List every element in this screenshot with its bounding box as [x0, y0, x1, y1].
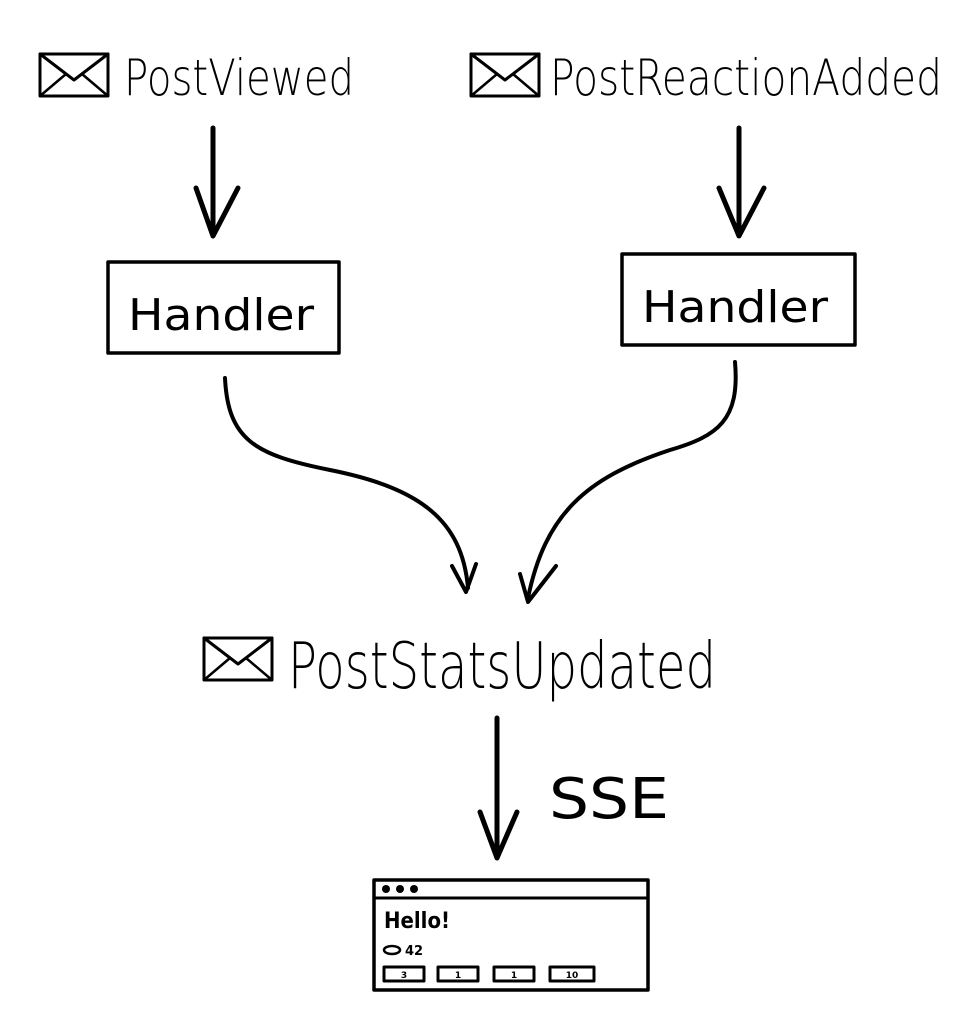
browser-greeting: Hello! — [384, 909, 450, 934]
browser-button-4[interactable]: 10 — [548, 965, 596, 983]
envelope-icon — [469, 52, 541, 98]
event-label-post-viewed: PostViewed — [124, 49, 354, 107]
handler-left-label: Handler — [128, 290, 315, 341]
browser-button-3[interactable]: 1 — [492, 965, 536, 983]
browser-button-1[interactable]: 3 — [382, 965, 426, 983]
handler-right: Handler — [620, 252, 857, 347]
browser-button-label: 3 — [401, 971, 407, 981]
handler-box — [620, 252, 857, 347]
arrow-stats-to-browser — [477, 715, 520, 861]
eye-icon — [382, 944, 402, 956]
arrow-post-viewed-to-handler — [193, 125, 241, 239]
browser-button-2[interactable]: 1 — [436, 965, 480, 983]
browser-window: Hello! 42 3 1 1 10 — [372, 878, 650, 992]
event-label-post-stats-updated: PostStatsUpdated — [288, 630, 716, 704]
event-post-viewed: PostViewed — [38, 49, 354, 107]
event-label-post-reaction-added: PostReactionAdded — [550, 49, 942, 107]
window-controls-icon — [382, 885, 418, 893]
arrow-right-handler-to-stats — [518, 360, 738, 604]
browser-frame — [372, 878, 650, 992]
envelope-icon — [202, 636, 274, 682]
handler-right-label: Handler — [642, 282, 829, 333]
arrow-reaction-added-to-handler — [716, 125, 767, 239]
handler-box — [106, 260, 341, 355]
browser-button-label: 1 — [511, 971, 517, 981]
browser-view-count: 42 — [405, 944, 423, 959]
handler-left: Handler — [106, 260, 341, 355]
arrow-left-handler-to-stats — [223, 376, 478, 594]
sse-label: SSE — [549, 767, 669, 832]
event-post-reaction-added: PostReactionAdded — [469, 49, 942, 107]
browser-button-label: 1 — [455, 971, 461, 981]
envelope-icon — [38, 52, 110, 98]
event-post-stats-updated: PostStatsUpdated — [202, 630, 716, 704]
browser-button-label: 10 — [566, 971, 579, 981]
